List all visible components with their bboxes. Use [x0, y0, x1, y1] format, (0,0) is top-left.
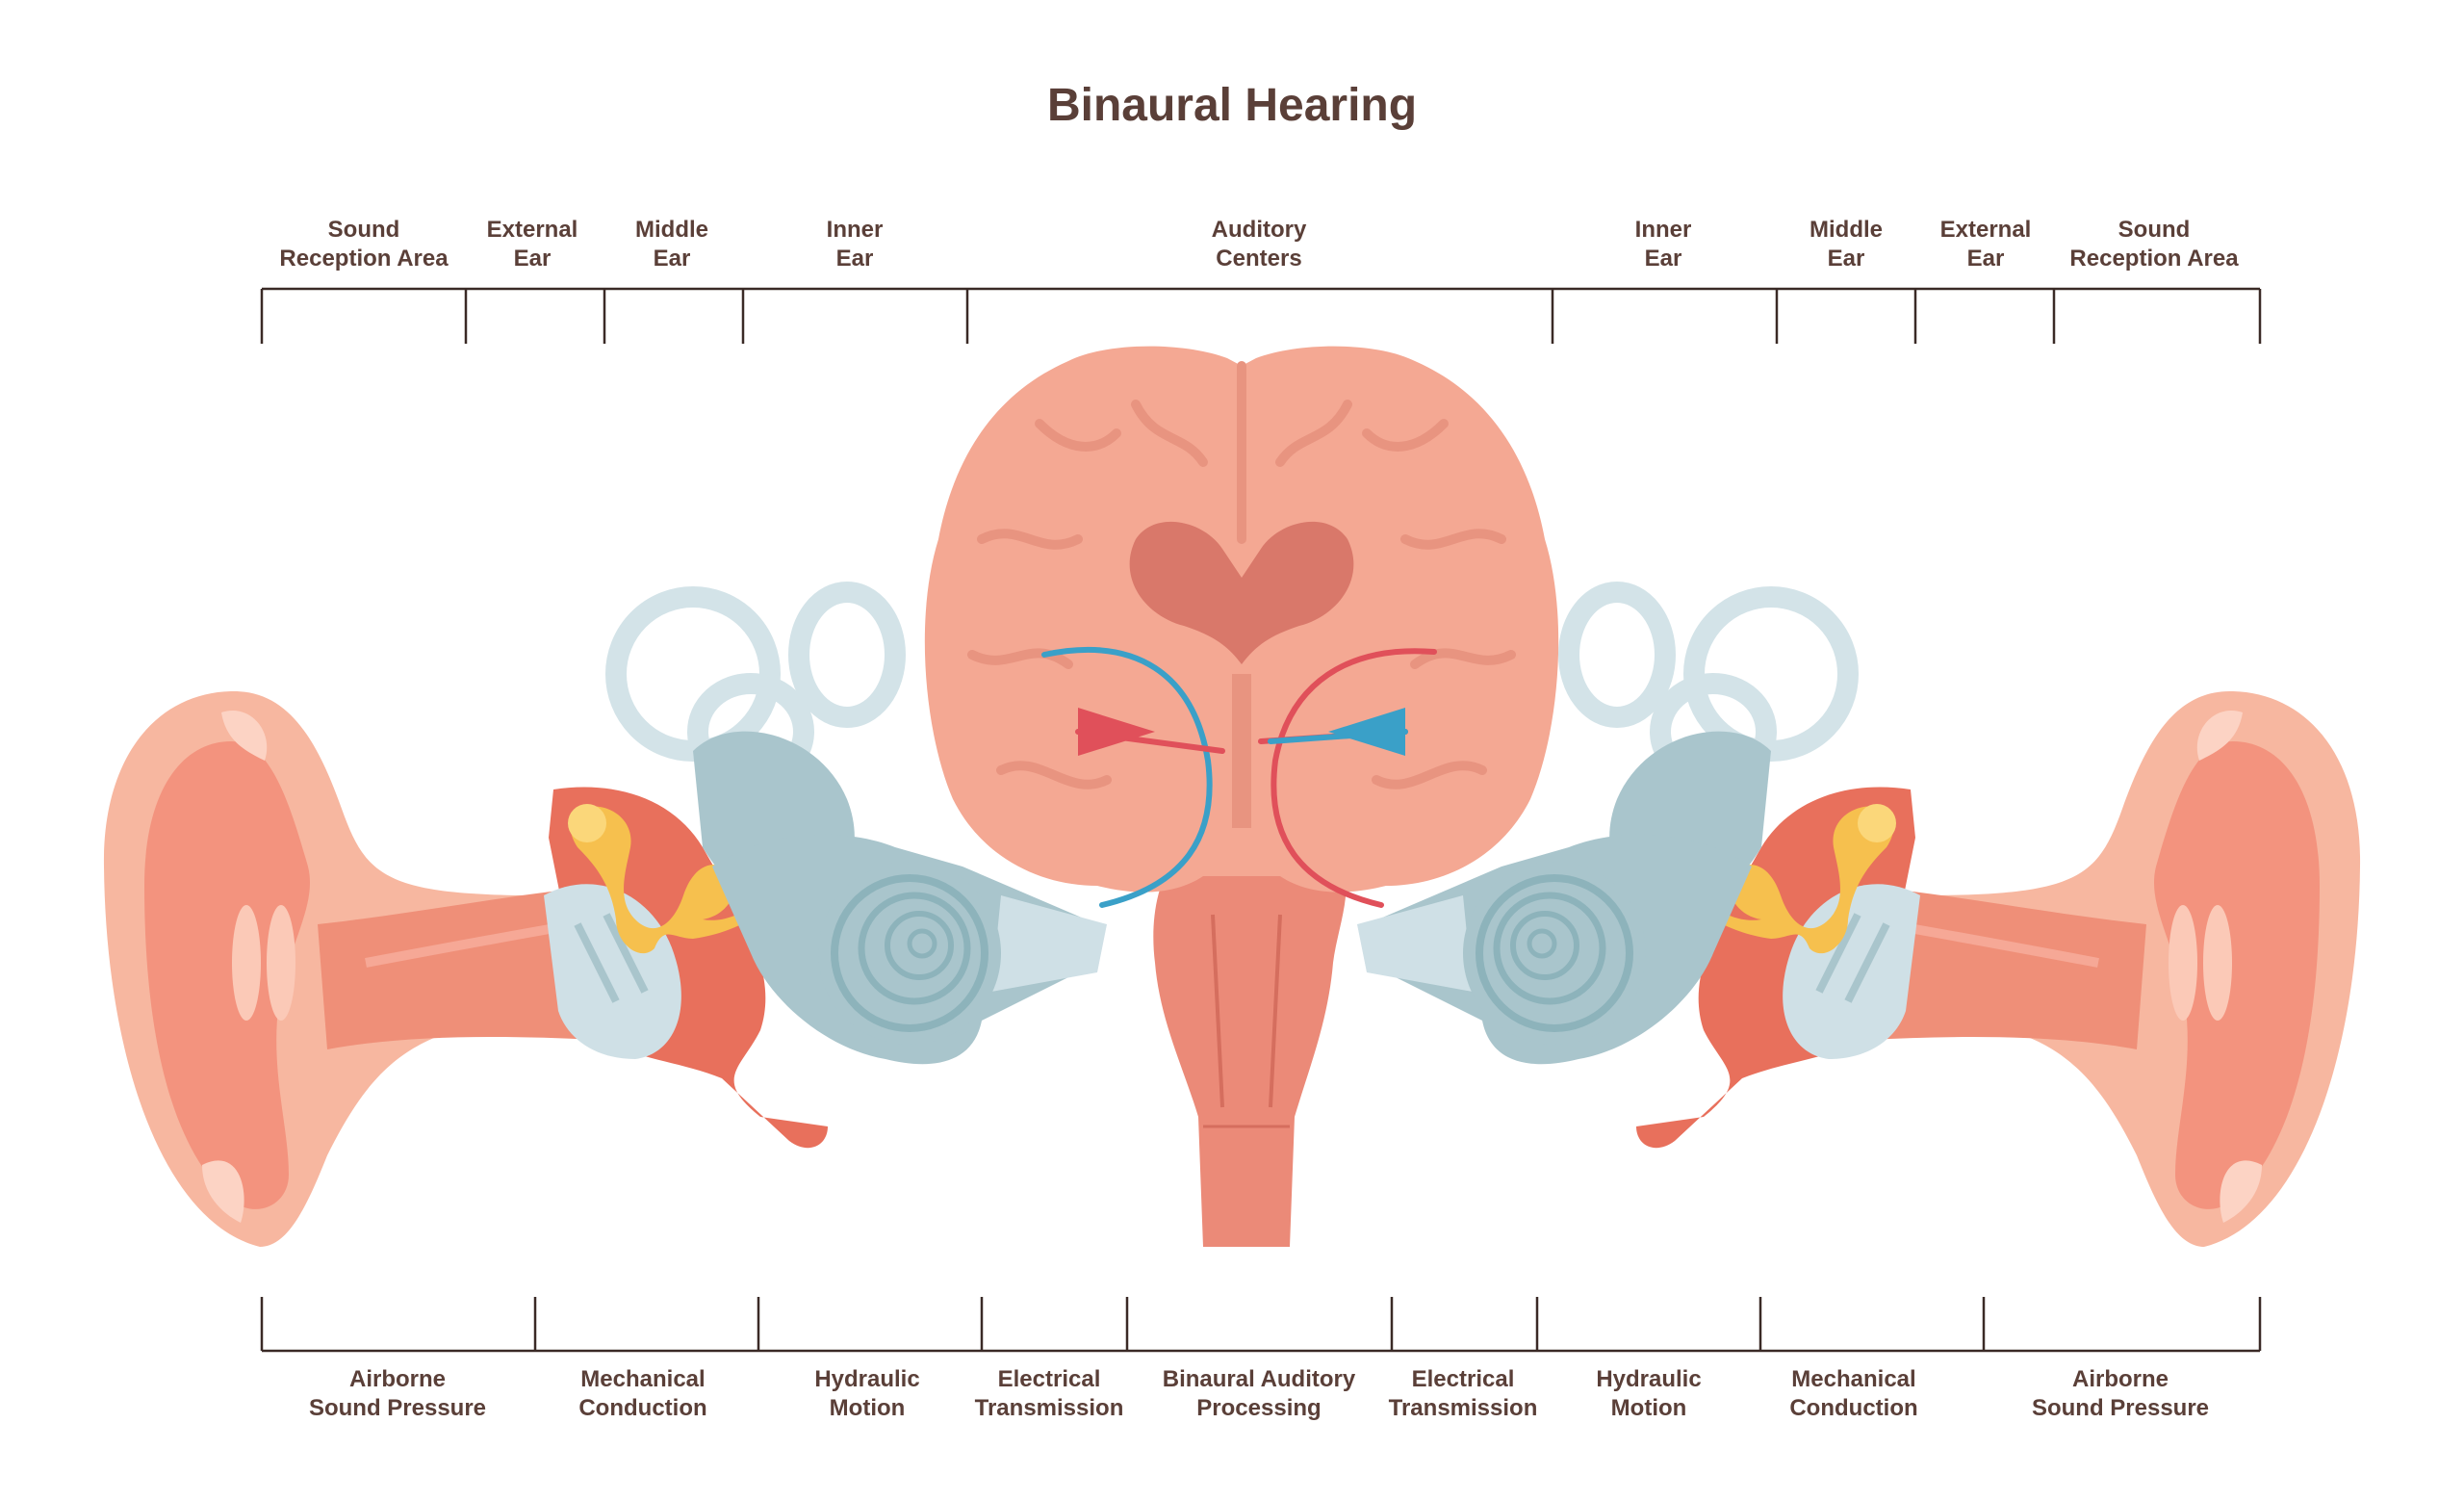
blue-arrow-right: [1328, 708, 1405, 756]
brain: [924, 346, 1559, 893]
bottom-bracket: [260, 1297, 2262, 1353]
red-arrow-left: [1078, 708, 1155, 756]
blue-pathway: [1041, 646, 1213, 908]
top-bracket: [260, 287, 2262, 344]
diagram-title: Binaural Hearing: [1046, 80, 1418, 131]
red-pathway: [1270, 648, 1437, 908]
brainstem: [1153, 833, 1347, 1247]
ventricles: [1129, 521, 1354, 664]
